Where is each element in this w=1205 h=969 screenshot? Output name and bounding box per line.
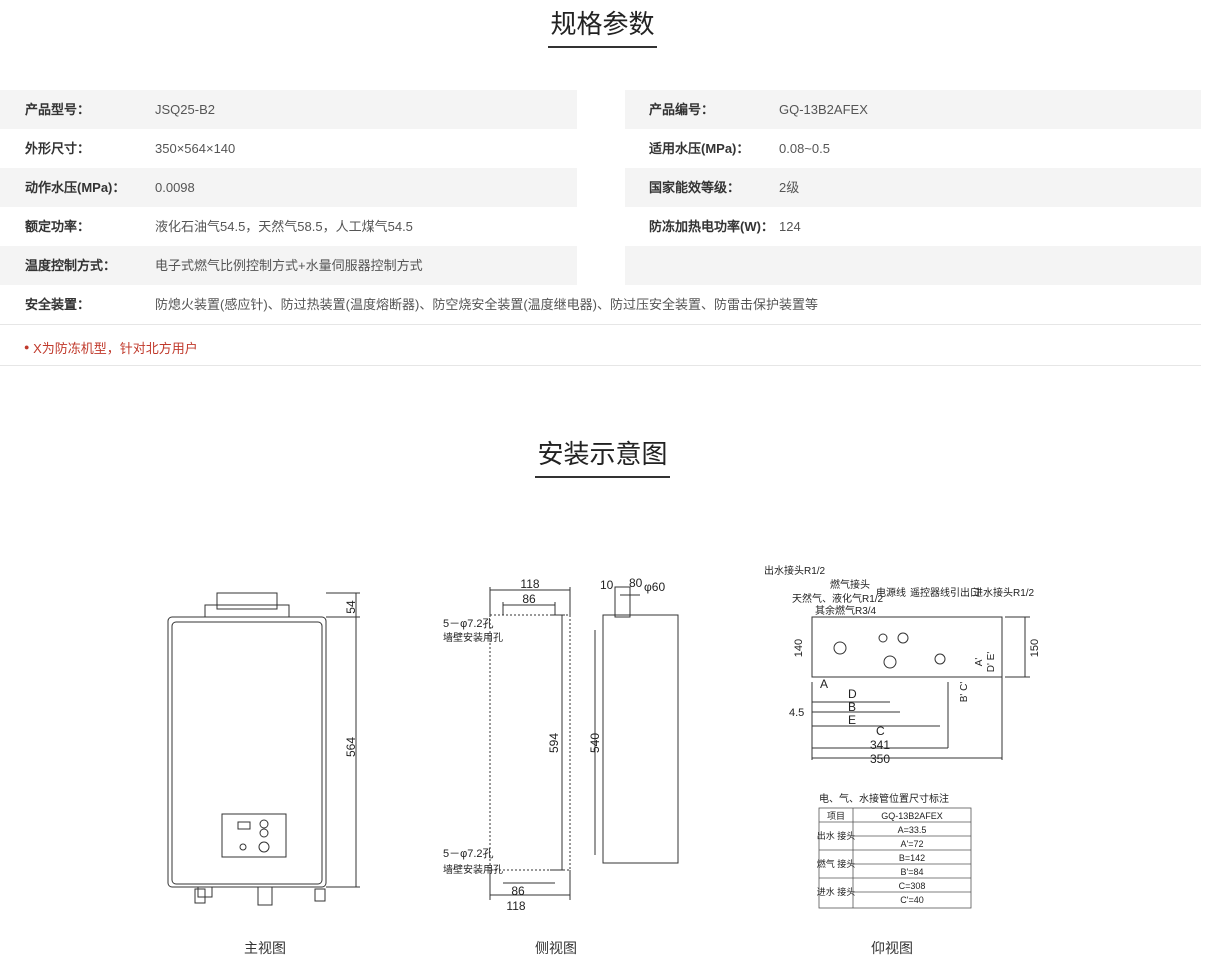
svg-text:350: 350 bbox=[870, 752, 890, 766]
safety-label: 安全装置： bbox=[25, 297, 91, 312]
spec-row: 安全装置： 防熄火装置(感应针)、防过热装置(温度熔断器)、防空烧安全装置(温度… bbox=[0, 285, 1205, 324]
svg-text:5－φ7.2孔: 5－φ7.2孔 bbox=[443, 847, 494, 860]
svg-text:150: 150 bbox=[1029, 639, 1041, 657]
svg-text:4.5: 4.5 bbox=[789, 707, 804, 719]
svg-text:GQ-13B2AFEX: GQ-13B2AFEX bbox=[881, 811, 943, 821]
svg-text:594: 594 bbox=[547, 733, 561, 753]
svg-text:A: A bbox=[820, 677, 828, 691]
svg-text:B: B bbox=[848, 700, 856, 714]
front-dim-top: 54 bbox=[344, 600, 358, 614]
svg-text:86: 86 bbox=[511, 884, 525, 898]
spec-section-title: 规格参数 bbox=[0, 8, 1205, 48]
svg-text:A': A' bbox=[974, 658, 985, 667]
svg-text:B=142: B=142 bbox=[899, 853, 925, 863]
svg-text:墙壁安装用孔: 墙壁安装用孔 bbox=[443, 863, 503, 876]
svg-text:遥控器线引出口: 遥控器线引出口 bbox=[910, 586, 980, 599]
energy-label: 国家能效等级： bbox=[649, 180, 741, 195]
svg-text:电、气、水接管位置尺寸标注: 电、气、水接管位置尺寸标注 bbox=[819, 792, 949, 805]
svg-text:D: D bbox=[848, 687, 857, 701]
model-value: JSQ25-B2 bbox=[155, 102, 215, 117]
flue-outlet bbox=[216, 592, 278, 610]
code-value: GQ-13B2AFEX bbox=[779, 102, 868, 117]
svg-text:出水 接头: 出水 接头 bbox=[817, 830, 855, 841]
svg-text:A=33.5: A=33.5 bbox=[898, 825, 927, 835]
svg-text:E: E bbox=[848, 713, 856, 727]
model-label: 产品型号： bbox=[25, 102, 91, 117]
svg-text:其余燃气R3/4: 其余燃气R3/4 bbox=[815, 604, 877, 617]
size-value: 350×564×140 bbox=[155, 141, 236, 156]
svg-text:出水接头R1/2: 出水接头R1/2 bbox=[764, 564, 826, 577]
svg-text:80: 80 bbox=[629, 576, 643, 590]
action-pressure-label: 动作水压(MPa)： bbox=[25, 180, 126, 195]
power-value: 液化石油气54.5，天然气58.5，人工煤气54.5 bbox=[155, 219, 413, 234]
spec-table: 产品型号： JSQ25-B2 产品编号： GQ-13B2AFEX 外形尺寸： 3… bbox=[0, 90, 1205, 324]
svg-text:D' E': D' E' bbox=[986, 652, 997, 673]
note-bullet-icon: ● bbox=[24, 342, 30, 352]
svg-text:项目: 项目 bbox=[827, 811, 845, 821]
front-view-caption: 主视图 bbox=[244, 940, 286, 956]
pipe-size-table: 电、气、水接管位置尺寸标注 项目 GQ-13B2AFEX 出水 接头 A=33.… bbox=[817, 792, 972, 909]
antifreeze-note: ● X为防冻机型，针对北方用户 bbox=[24, 341, 198, 356]
code-label: 产品编号： bbox=[649, 102, 715, 117]
svg-text:A'=72: A'=72 bbox=[901, 839, 924, 849]
svg-text:118: 118 bbox=[520, 577, 539, 591]
energy-value: 2级 bbox=[779, 180, 800, 195]
svg-text:540: 540 bbox=[588, 733, 602, 753]
side-view-diagram: 118 86 5－φ7.2孔 墙壁安装用孔 594 5－φ7.2孔 墙壁安装用孔… bbox=[443, 576, 679, 913]
svg-text:墙壁安装用孔: 墙壁安装用孔 bbox=[443, 631, 503, 644]
svg-text:进水接头R1/2: 进水接头R1/2 bbox=[973, 586, 1035, 599]
side-view-caption: 侧视图 bbox=[535, 940, 577, 956]
install-section-title: 安装示意图 bbox=[0, 438, 1205, 478]
svg-text:B'=84: B'=84 bbox=[901, 867, 924, 877]
heater-side bbox=[602, 614, 679, 864]
size-label: 外形尺寸： bbox=[25, 141, 91, 156]
divider bbox=[0, 324, 1201, 325]
spec-row: 额定功率： 液化石油气54.5，天然气58.5，人工煤气54.5 防冻加热电功率… bbox=[0, 207, 1205, 246]
svg-text:C: C bbox=[876, 724, 885, 738]
svg-text:B' C': B' C' bbox=[959, 682, 970, 703]
svg-text:C'=40: C'=40 bbox=[900, 895, 923, 905]
svg-text:5－φ7.2孔: 5－φ7.2孔 bbox=[443, 617, 494, 630]
svg-text:电源线: 电源线 bbox=[876, 586, 906, 599]
svg-text:10: 10 bbox=[600, 578, 614, 592]
bottom-view-diagram: 出水接头R1/2 燃气接头 天然气、液化气R1/2 其余燃气R3/4 电源线 遥… bbox=[764, 564, 1041, 766]
spec-row: 产品型号： JSQ25-B2 产品编号： GQ-13B2AFEX bbox=[0, 90, 1205, 129]
svg-text:燃气 接头: 燃气 接头 bbox=[817, 858, 855, 869]
spec-row: 温度控制方式： 电子式燃气比例控制方式+水量伺服器控制方式 bbox=[0, 246, 1205, 285]
spec-row: 外形尺寸： 350×564×140 适用水压(MPa)： 0.08~0.5 bbox=[0, 129, 1205, 168]
safety-value: 防熄火装置(感应针)、防过热装置(温度熔断器)、防空烧安全装置(温度继电器)、防… bbox=[155, 297, 818, 312]
svg-text:燃气接头: 燃气接头 bbox=[830, 578, 870, 591]
temp-control-label: 温度控制方式： bbox=[25, 258, 117, 273]
action-pressure-value: 0.0098 bbox=[155, 180, 195, 195]
divider bbox=[0, 365, 1201, 366]
heater-bottom bbox=[811, 616, 1003, 678]
svg-text:C=308: C=308 bbox=[899, 881, 926, 891]
control-panel bbox=[221, 813, 287, 858]
svg-text:天然气、液化气R1/2: 天然气、液化气R1/2 bbox=[792, 592, 884, 605]
spec-row: 动作水压(MPa)： 0.0098 国家能效等级： 2级 bbox=[0, 168, 1205, 207]
antifreeze-label: 防冻加热电功率(W)： bbox=[649, 219, 774, 234]
power-label: 额定功率： bbox=[25, 219, 91, 234]
bottom-view-caption: 仰视图 bbox=[871, 940, 913, 956]
front-dim-height: 564 bbox=[344, 737, 358, 757]
pressure-label: 适用水压(MPa)： bbox=[649, 141, 750, 156]
temp-control-value: 电子式燃气比例控制方式+水量伺服器控制方式 bbox=[155, 258, 423, 273]
svg-text:341: 341 bbox=[870, 738, 890, 752]
svg-text:φ60: φ60 bbox=[644, 580, 665, 594]
wall-outline bbox=[489, 614, 571, 871]
front-view-diagram: 54 564 bbox=[167, 592, 360, 906]
heater-body bbox=[167, 616, 327, 888]
svg-text:118: 118 bbox=[506, 899, 525, 913]
svg-text:86: 86 bbox=[522, 592, 536, 606]
svg-text:进水 接头: 进水 接头 bbox=[817, 886, 855, 897]
antifreeze-value: 124 bbox=[779, 219, 801, 234]
svg-text:140: 140 bbox=[793, 639, 805, 657]
pressure-value: 0.08~0.5 bbox=[779, 141, 830, 156]
